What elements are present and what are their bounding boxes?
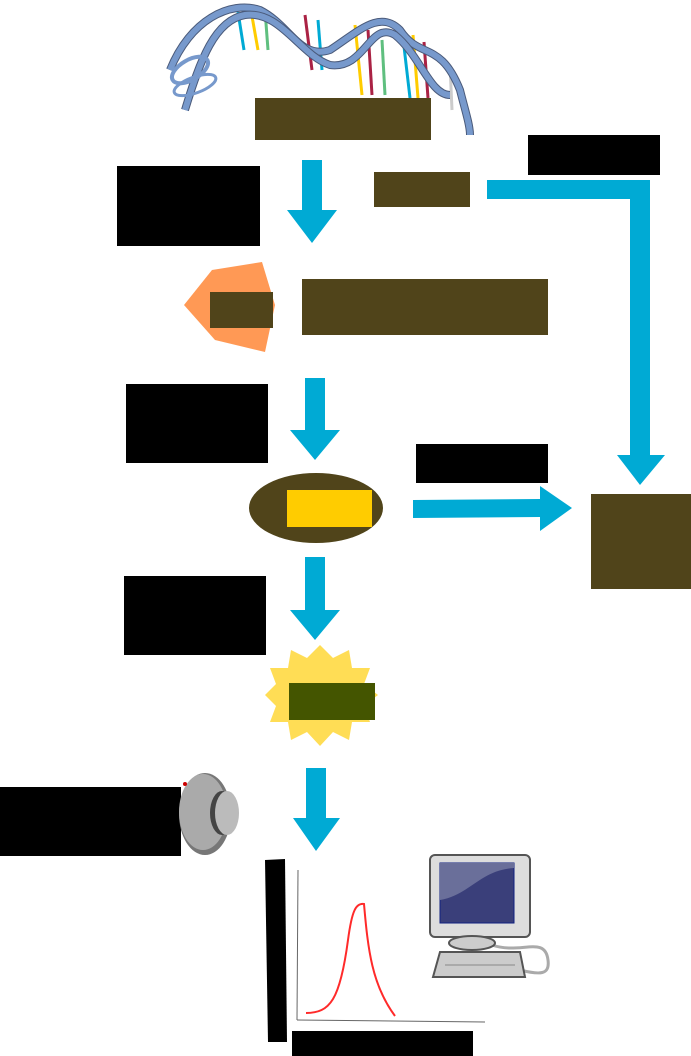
peak-curve — [305, 902, 396, 1017]
down-arrow-2 — [290, 378, 340, 460]
redacted-axis-label-x — [292, 1031, 473, 1056]
redacted-label-1 — [117, 166, 260, 246]
computer-icon — [429, 854, 550, 978]
cell-label-box — [210, 292, 273, 328]
starburst-label-box — [289, 683, 375, 720]
elbow-arrow — [487, 180, 665, 485]
peak-chart-icon — [265, 859, 486, 1056]
redacted-label-2 — [528, 135, 660, 175]
branch-label-box — [374, 172, 470, 207]
dna-label-box — [255, 98, 431, 140]
right-arrow — [413, 486, 572, 531]
redacted-label-4 — [416, 444, 548, 483]
cell-description-box — [302, 279, 548, 335]
result-box — [591, 494, 691, 589]
smoke-detector-icon — [179, 773, 239, 855]
x-axis — [296, 1019, 486, 1023]
oval-label-box — [287, 490, 372, 527]
down-arrow-4 — [293, 768, 340, 851]
redacted-label-3 — [126, 384, 268, 463]
redacted-label-6 — [0, 787, 181, 856]
down-arrow-3 — [290, 557, 340, 640]
redacted-axis-label-y — [265, 859, 287, 1042]
redacted-label-5 — [124, 576, 266, 655]
y-axis — [296, 869, 299, 1021]
down-arrow-1 — [287, 160, 337, 243]
dna-helix-icon — [166, 3, 474, 136]
